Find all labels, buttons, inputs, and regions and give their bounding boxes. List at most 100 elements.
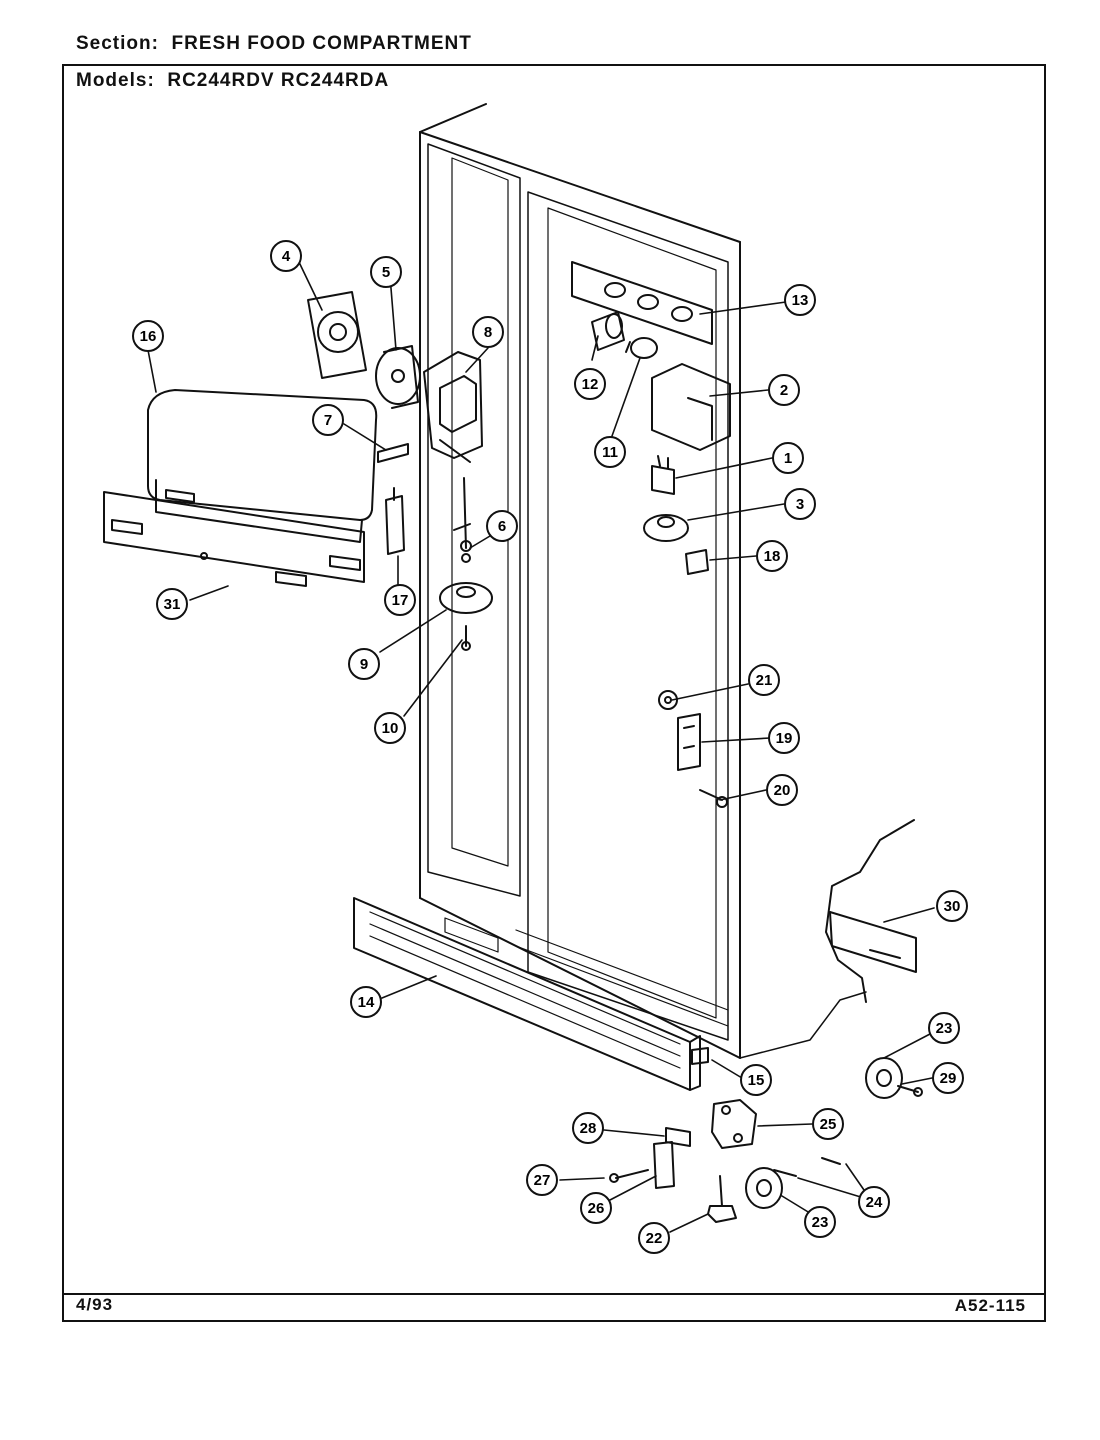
callout-5: 5 <box>370 256 402 288</box>
svg-text:30: 30 <box>944 898 961 915</box>
damper-bracket <box>677 713 701 771</box>
callout-29: 29 <box>932 1062 964 1094</box>
leveling-bracket <box>653 1141 675 1189</box>
roller-23-upper <box>865 1057 903 1099</box>
svg-text:20: 20 <box>774 782 791 799</box>
svg-text:12: 12 <box>582 376 599 393</box>
callout-4: 4 <box>270 240 302 272</box>
screw-10 <box>461 625 471 651</box>
callout-2: 2 <box>768 374 800 406</box>
callout-3: 3 <box>784 488 816 520</box>
fan-motor <box>375 345 421 409</box>
diagram-frame <box>62 64 1046 1322</box>
callout-labels: 1 2 3 4 5 6 7 8 9 10 11 12 13 14 15 16 1… <box>132 240 968 1254</box>
svg-text:21: 21 <box>756 672 773 689</box>
clip <box>377 443 409 463</box>
fan-housing-plate <box>307 291 367 379</box>
svg-text:26: 26 <box>588 1200 605 1217</box>
callout-21: 21 <box>748 664 780 696</box>
callout-17: 17 <box>384 584 416 616</box>
svg-text:6: 6 <box>498 518 506 535</box>
callout-28: 28 <box>572 1112 604 1144</box>
svg-text:23: 23 <box>812 1214 829 1231</box>
toe-grille <box>353 897 701 1091</box>
screw-27 <box>609 1169 649 1183</box>
mounting-bracket <box>571 261 713 345</box>
screw-20 <box>699 789 728 808</box>
callout-12: 12 <box>574 368 606 400</box>
callout-23-lower: 23 <box>804 1206 836 1238</box>
light-bulb <box>625 337 658 359</box>
light-switch <box>651 455 675 495</box>
svg-text:25: 25 <box>820 1116 837 1133</box>
svg-text:7: 7 <box>324 412 332 429</box>
callout-15: 15 <box>740 1064 772 1096</box>
light-shield <box>651 363 731 451</box>
callout-9: 9 <box>348 648 380 680</box>
svg-text:17: 17 <box>392 592 409 609</box>
leader-lines <box>147 259 935 1233</box>
callout-30: 30 <box>936 890 968 922</box>
footer-code: A52-115 <box>954 1296 1026 1315</box>
models-value: RC244RDV RC244RDA <box>167 70 390 91</box>
thermostat <box>385 487 405 555</box>
grille-clip <box>691 1047 709 1065</box>
callout-19: 19 <box>768 722 800 754</box>
svg-text:22: 22 <box>646 1230 663 1247</box>
callout-14: 14 <box>350 986 382 1018</box>
trim-strip <box>103 491 365 587</box>
axles-24 <box>773 1157 841 1177</box>
callout-10: 10 <box>374 712 406 744</box>
connector <box>685 549 709 575</box>
screw-21 <box>658 690 678 710</box>
svg-text:2: 2 <box>780 382 788 399</box>
section-label: Section: <box>76 33 159 54</box>
svg-text:23: 23 <box>936 1020 953 1037</box>
svg-text:19: 19 <box>776 730 793 747</box>
capillary-tube <box>453 477 472 563</box>
svg-text:16: 16 <box>140 328 157 345</box>
callout-1: 1 <box>772 442 804 474</box>
roller-23-lower <box>745 1167 783 1209</box>
section-value: FRESH FOOD COMPARTMENT <box>171 33 472 54</box>
callout-16: 16 <box>132 320 164 352</box>
control-knob <box>643 514 689 542</box>
svg-text:13: 13 <box>792 292 809 309</box>
svg-text:8: 8 <box>484 324 492 341</box>
callout-27: 27 <box>526 1164 558 1196</box>
callout-11: 11 <box>594 436 626 468</box>
callout-6: 6 <box>486 510 518 542</box>
models-label: Models: <box>76 70 155 91</box>
svg-text:18: 18 <box>764 548 781 565</box>
callout-31: 31 <box>156 588 188 620</box>
control-housing <box>423 351 483 463</box>
callout-7: 7 <box>312 404 344 436</box>
svg-text:9: 9 <box>360 656 368 673</box>
section-title: Section: FRESH FOOD COMPARTMENT <box>76 33 472 55</box>
footer-rule <box>62 1293 1046 1295</box>
svg-text:28: 28 <box>580 1120 597 1137</box>
leveling-leg <box>707 1175 737 1223</box>
svg-text:31: 31 <box>164 596 181 613</box>
cabinet-outline <box>419 103 867 1059</box>
callout-26: 26 <box>580 1192 612 1224</box>
svg-text:24: 24 <box>866 1194 883 1211</box>
svg-text:14: 14 <box>358 994 375 1011</box>
roller-bracket <box>711 1099 757 1149</box>
svg-text:1: 1 <box>784 450 792 467</box>
svg-text:10: 10 <box>382 720 399 737</box>
callout-8: 8 <box>472 316 504 348</box>
svg-text:27: 27 <box>534 1172 551 1189</box>
svg-text:4: 4 <box>282 248 291 265</box>
callout-25: 25 <box>812 1108 844 1140</box>
callout-20: 20 <box>766 774 798 806</box>
svg-text:29: 29 <box>940 1070 957 1087</box>
callout-23-upper: 23 <box>928 1012 960 1044</box>
leveling-clip <box>665 1127 691 1147</box>
callout-18: 18 <box>756 540 788 572</box>
svg-text:5: 5 <box>382 264 390 281</box>
svg-text:11: 11 <box>602 444 618 461</box>
callout-24: 24 <box>858 1186 890 1218</box>
svg-text:15: 15 <box>748 1072 765 1089</box>
